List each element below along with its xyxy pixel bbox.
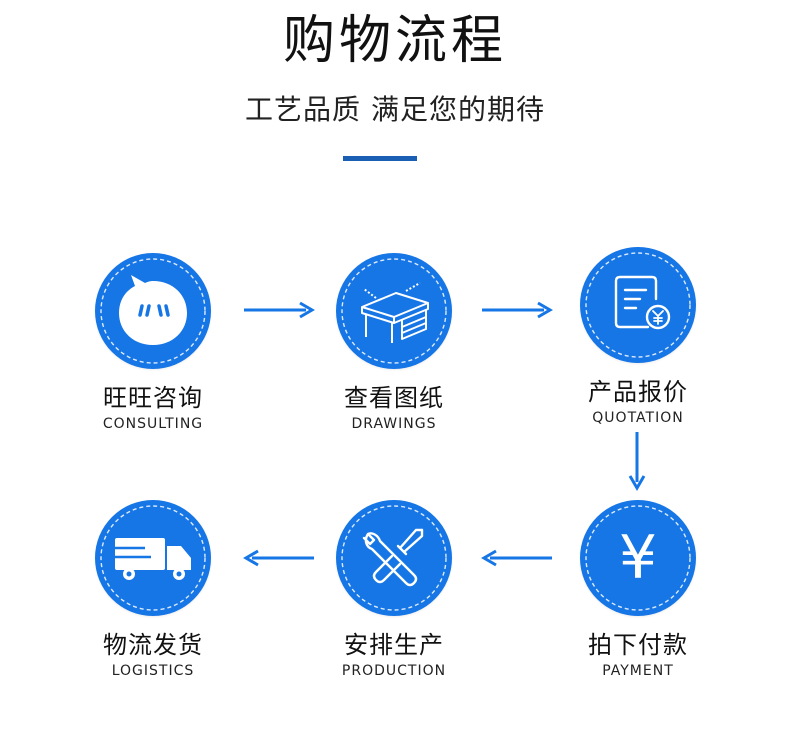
step-label-en: PRODUCTION <box>341 663 447 679</box>
step-consulting[interactable]: 旺旺咨询 CONSULTING <box>53 253 253 433</box>
arrow-right-icon <box>244 301 315 319</box>
step-circle <box>336 253 452 369</box>
title-divider <box>343 156 417 161</box>
step-label-cn: 查看图纸 <box>344 384 444 412</box>
step-payment[interactable]: ¥ 拍下付款 PAYMENT <box>538 500 738 680</box>
step-label-en: PAYMENT <box>602 663 674 679</box>
step-label-en: QUOTATION <box>592 410 684 426</box>
arrow-left-icon <box>481 549 552 567</box>
step-label-cn: 旺旺咨询 <box>103 384 203 412</box>
step-label-cn: 拍下付款 <box>588 631 688 659</box>
tools-icon <box>362 528 424 587</box>
step-circle <box>336 500 452 616</box>
arrow-left-icon <box>243 549 314 567</box>
step-label-en: DRAWINGS <box>351 416 437 432</box>
step-drawings[interactable]: 查看图纸 DRAWINGS <box>294 253 494 433</box>
page-subtitle: 工艺品质 满足您的期待 <box>245 93 545 126</box>
price-document-icon <box>614 275 671 330</box>
step-label-cn: 产品报价 <box>588 378 688 406</box>
chat-bubble-icon <box>119 275 187 345</box>
yen-icon: ¥ <box>618 523 658 593</box>
step-logistics[interactable]: 物流发货 LOGISTICS <box>53 500 253 680</box>
desk-blueprint-icon <box>361 282 429 343</box>
step-label-cn: 物流发货 <box>103 631 203 659</box>
step-circle <box>580 247 696 363</box>
step-circle: ¥ <box>580 500 696 616</box>
arrow-down-icon <box>628 432 646 491</box>
step-quotation[interactable]: 产品报价 QUOTATION <box>538 247 738 427</box>
step-circle <box>95 500 211 616</box>
step-label-en: CONSULTING <box>102 416 204 432</box>
step-production[interactable]: 安排生产 PRODUCTION <box>294 500 494 680</box>
step-circle <box>95 253 211 369</box>
step-label-cn: 安排生产 <box>344 631 444 659</box>
truck-icon <box>115 538 191 580</box>
arrow-right-icon <box>482 301 553 319</box>
step-label-en: LOGISTICS <box>111 663 195 679</box>
page-title: 购物流程 <box>282 11 507 71</box>
